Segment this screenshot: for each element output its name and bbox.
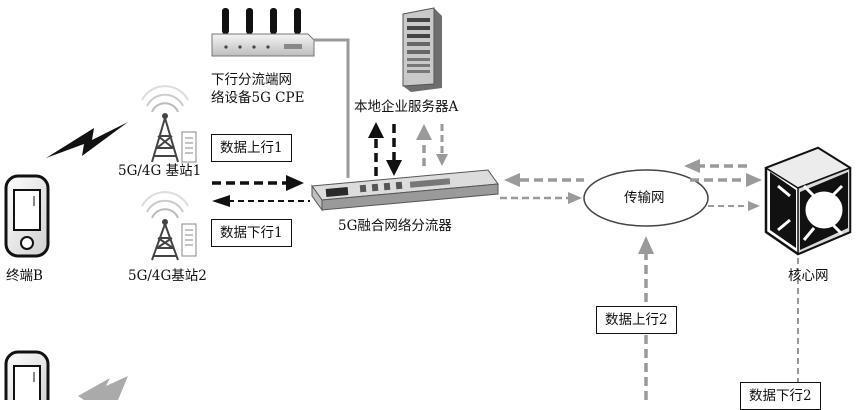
server-gray-uplink-arrow xyxy=(416,124,432,166)
network-diagram xyxy=(4,7,852,400)
cpe-link-line xyxy=(314,38,350,178)
server-gray-downlink-arrow xyxy=(436,124,448,166)
splitter-icon xyxy=(311,169,499,212)
transport-network-label: 传输网 xyxy=(624,190,665,206)
data-downlink-1-box: 数据下行1 xyxy=(211,219,292,247)
server-uplink-arrow xyxy=(368,122,384,176)
wireless-signal-2-icon xyxy=(78,376,128,400)
transport-core-arrow-upper xyxy=(684,159,750,173)
data-uplink-2-box: 数据上行2 xyxy=(596,306,677,334)
base-station-1-label: 5G/4G 基站1 xyxy=(118,163,202,179)
splitter-label: 5G融合网络分流器 xyxy=(338,218,452,234)
splitter-transport-arrow-lower xyxy=(500,192,582,204)
transport-network-node xyxy=(583,169,709,227)
data-downlink-2-box: 数据下行2 xyxy=(740,382,821,410)
wireless-signal-icon xyxy=(46,122,128,158)
terminal-phone-icon xyxy=(4,350,50,400)
uplink-1-arrow xyxy=(212,175,304,191)
server-downlink-arrow xyxy=(386,124,402,176)
core-network-label: 核心网 xyxy=(788,268,829,284)
downlink-1-arrow xyxy=(212,195,310,207)
splitter-transport-arrow-upper xyxy=(504,173,584,187)
transport-core-arrow-lower xyxy=(708,201,760,211)
server-icon xyxy=(402,7,442,92)
server-label: 本地企业服务器A xyxy=(354,99,459,115)
base-station-2-icon xyxy=(141,191,197,261)
base-station-2-label: 5G/4G基站2 xyxy=(128,268,207,284)
core-network-router-icon xyxy=(764,146,852,256)
data-uplink-1-box: 数据上行1 xyxy=(211,134,292,162)
transport-core-arrow-middle xyxy=(690,173,762,187)
cpe-label-line1: 下行分流端网 xyxy=(211,72,292,88)
base-station-1-icon xyxy=(141,85,197,163)
cpe-label-line2: 络设备5G CPE xyxy=(211,90,305,106)
cpe-router-icon xyxy=(211,8,315,57)
terminal-b-label: 终端B xyxy=(6,268,43,284)
terminal-b-phone-icon xyxy=(4,174,50,258)
